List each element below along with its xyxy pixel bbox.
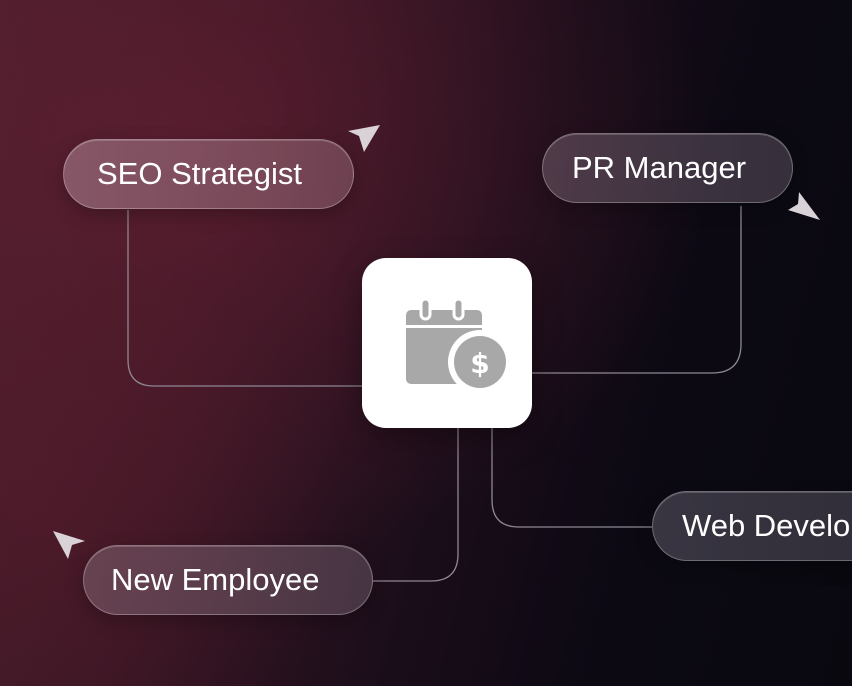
connector-pr <box>532 206 742 374</box>
svg-text:$: $ <box>470 347 489 380</box>
node-seo-strategist[interactable]: SEO Strategist <box>63 139 354 209</box>
cursor-arrow-icon <box>53 531 85 559</box>
node-pr-manager-label: PR Manager <box>572 150 747 185</box>
node-seo-strategist-label: SEO Strategist <box>97 156 303 191</box>
connector-new-employee <box>373 428 459 582</box>
node-web-developer-label: Web Developer <box>682 508 852 543</box>
connector-seo <box>127 210 362 387</box>
node-new-employee[interactable]: New Employee <box>83 545 373 615</box>
calendar-dollar-icon: $ <box>406 297 512 394</box>
node-web-developer[interactable]: Web Developer <box>652 491 852 561</box>
node-new-employee-label: New Employee <box>111 562 320 597</box>
connector-web <box>491 428 652 528</box>
hub-card[interactable]: $ <box>362 258 532 428</box>
cursor-arrow-icon <box>788 192 820 220</box>
cursor-arrow-icon <box>348 125 380 152</box>
node-pr-manager[interactable]: PR Manager <box>542 133 793 203</box>
